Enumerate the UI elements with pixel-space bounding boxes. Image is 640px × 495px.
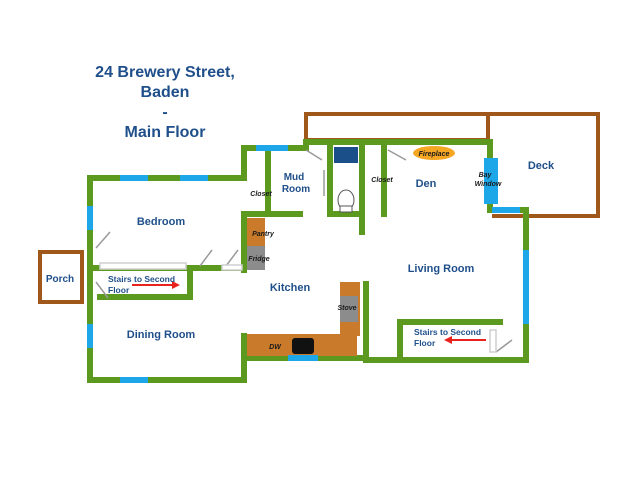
door-front bbox=[95, 281, 109, 299]
door-mud-room bbox=[305, 149, 323, 161]
label-dining-room: Dining Room bbox=[127, 329, 196, 341]
door-den-closet bbox=[387, 149, 407, 161]
window-bedroom-1 bbox=[120, 175, 148, 181]
dishwasher-box bbox=[292, 338, 314, 354]
door-bedroom-east bbox=[199, 249, 213, 267]
fireplace-icon bbox=[413, 146, 455, 160]
stairs-right-arrowhead-icon bbox=[444, 336, 452, 344]
label-bedroom: Bedroom bbox=[137, 216, 186, 228]
window-dining-west bbox=[87, 324, 93, 348]
label-deck: Deck bbox=[528, 160, 555, 172]
plan-title-line-1: 24 Brewery Street, bbox=[95, 64, 235, 81]
porch-outline bbox=[38, 250, 84, 304]
label-stairs-right-line-2: Floor bbox=[414, 338, 436, 348]
label-stairs-left-line-1: Stairs to Second bbox=[108, 274, 175, 284]
window-kitchen-south bbox=[288, 355, 318, 361]
bay-window bbox=[484, 158, 498, 204]
label-fireplace: Fireplace bbox=[419, 151, 450, 158]
label-stairs-left-line-2: Floor bbox=[108, 285, 130, 295]
label-closet-left: Closet bbox=[250, 191, 272, 198]
window-mud-room bbox=[256, 145, 288, 151]
window-living-north bbox=[492, 207, 520, 213]
toilet-icon bbox=[337, 189, 355, 213]
plan-title-line-4: Main Floor bbox=[124, 124, 206, 141]
windows bbox=[87, 145, 529, 383]
stairs-left-arrowhead-icon bbox=[172, 281, 180, 289]
deck-upper-rail bbox=[304, 112, 490, 142]
wall-living-outer bbox=[363, 207, 529, 363]
wall-stairs-right bbox=[397, 319, 503, 359]
label-closet-right: Closet bbox=[371, 177, 393, 184]
label-bay-line-2: Window bbox=[475, 181, 502, 188]
kitchen-counters bbox=[247, 218, 360, 356]
door-living bbox=[495, 339, 513, 353]
label-kitchen: Kitchen bbox=[270, 282, 311, 294]
label-porch: Porch bbox=[46, 274, 74, 285]
label-mud-room-line-1: Mud bbox=[284, 172, 305, 183]
stairs-right-tread bbox=[489, 329, 497, 353]
label-den: Den bbox=[416, 178, 437, 190]
label-stairs-right-line-1: Stairs to Second bbox=[414, 327, 481, 337]
stairs-left-tread bbox=[99, 262, 187, 270]
stove-box bbox=[340, 296, 358, 322]
label-stove: Stove bbox=[337, 305, 356, 312]
doors bbox=[95, 149, 513, 353]
tub-box bbox=[334, 147, 358, 163]
fridge-box bbox=[247, 246, 265, 270]
label-dw: DW bbox=[269, 344, 282, 351]
label-pantry: Pantry bbox=[252, 231, 275, 238]
door-bedroom-inner bbox=[225, 249, 239, 267]
window-bedroom-west bbox=[87, 206, 93, 230]
wall-left-outer bbox=[87, 145, 247, 383]
wall-kitchen-south bbox=[241, 333, 365, 361]
plan-title-line-3: - bbox=[162, 104, 168, 121]
label-mud-room-line-2: Room bbox=[282, 184, 310, 195]
stairs-arrows bbox=[132, 281, 486, 344]
window-living-east bbox=[523, 250, 529, 324]
plan-title-line-2: Baden bbox=[140, 84, 190, 101]
door-bedroom-west bbox=[95, 231, 111, 249]
label-fridge: Fridge bbox=[248, 256, 269, 263]
hall-opening bbox=[221, 264, 243, 271]
label-bay-line-1: Bay bbox=[479, 172, 493, 179]
window-dining-south bbox=[120, 377, 148, 383]
window-bedroom-2 bbox=[180, 175, 208, 181]
label-living-room: Living Room bbox=[408, 263, 475, 275]
deck-outline bbox=[490, 112, 600, 218]
pantry-counter bbox=[247, 218, 265, 246]
